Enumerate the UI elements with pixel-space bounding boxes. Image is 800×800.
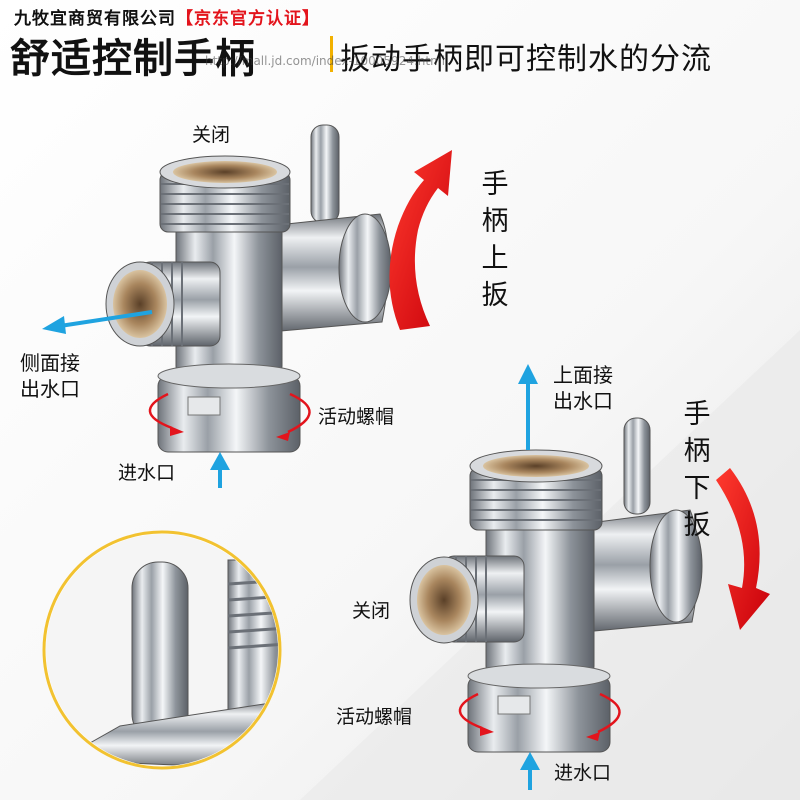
seller-name: 九牧宜商贸有限公司 [14, 9, 176, 29]
label-swivel-nut-2: 活动螺帽 [336, 706, 413, 728]
label-side-outlet-line2: 出水口 [20, 377, 80, 401]
label-top-outlet-line2: 出水口 [553, 389, 613, 413]
label-close-top: 关闭 [192, 124, 231, 146]
label-top-outlet: 上面接 出水口 [553, 362, 613, 414]
valve-1 [42, 124, 452, 488]
label-handle-up: 手柄上扳 [481, 169, 509, 311]
page-subtitle: 扳动手柄即可控制水的分流 [340, 42, 712, 77]
label-swivel-nut-1: 活动螺帽 [318, 406, 395, 428]
label-inlet-2: 进水口 [554, 762, 612, 784]
watermark-url: http://mall.jd.com/index-10005924.html [205, 54, 446, 68]
label-close-2: 关闭 [352, 600, 391, 622]
label-handle-down: 手柄下扳 [683, 399, 711, 541]
seller-banner: 九牧宜商贸有限公司【京东官方认证】 [14, 4, 320, 29]
title-separator [330, 36, 333, 72]
page-title: 舒适控制手柄 [10, 36, 256, 82]
label-side-outlet: 侧面接 出水口 [20, 350, 80, 402]
seller-badge: 【京东官方认证】 [176, 9, 320, 29]
label-top-outlet-line1: 上面接 [553, 363, 613, 387]
valve-2 [409, 364, 770, 790]
label-side-outlet-line1: 侧面接 [20, 351, 80, 375]
label-inlet-1: 进水口 [118, 462, 176, 484]
